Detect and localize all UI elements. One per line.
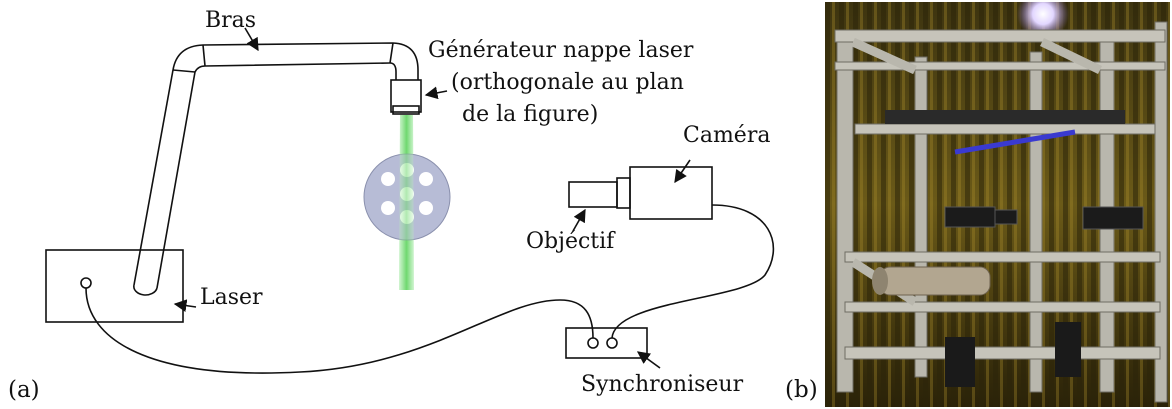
camera-body <box>629 166 713 220</box>
label-synchroniseur: Synchroniseur <box>581 372 744 397</box>
camera-mount <box>616 177 631 209</box>
cable-camera-sync <box>611 204 775 339</box>
label-objectif: Objéctif <box>526 229 616 254</box>
label-bras: Bras <box>205 8 256 33</box>
sync-arrow <box>636 351 661 369</box>
sync-port-2 <box>606 337 618 349</box>
experimental-setup-photo <box>825 2 1170 407</box>
laser-port <box>80 277 92 289</box>
camera-arrow <box>674 159 691 184</box>
label-laser: Laser <box>200 285 263 310</box>
sheet-generator <box>390 79 422 113</box>
panel-label-b: (b) <box>785 377 818 403</box>
objective-lens <box>568 181 618 208</box>
arm <box>133 42 419 296</box>
laser-box <box>45 249 184 323</box>
laser-arrow <box>173 299 197 312</box>
panel-label-a: (a) <box>8 377 40 403</box>
sync-port-1 <box>587 337 599 349</box>
synchroniser-box <box>565 327 648 359</box>
generator-arrow <box>424 86 448 100</box>
label-generator-3: de la figure) <box>462 102 598 127</box>
label-generator-2: (orthogonale au plan <box>451 70 684 95</box>
objectif-arrow <box>572 208 586 232</box>
label-camera: Caméra <box>683 123 770 148</box>
label-generator-1: Générateur nappe laser <box>428 38 694 63</box>
bras-arrow <box>244 27 259 52</box>
setup-schematic: Bras Générateur nappe laser (orthogonale… <box>8 8 818 403</box>
cable-laser-sync <box>85 287 594 374</box>
sheet-generator-head <box>392 105 420 115</box>
